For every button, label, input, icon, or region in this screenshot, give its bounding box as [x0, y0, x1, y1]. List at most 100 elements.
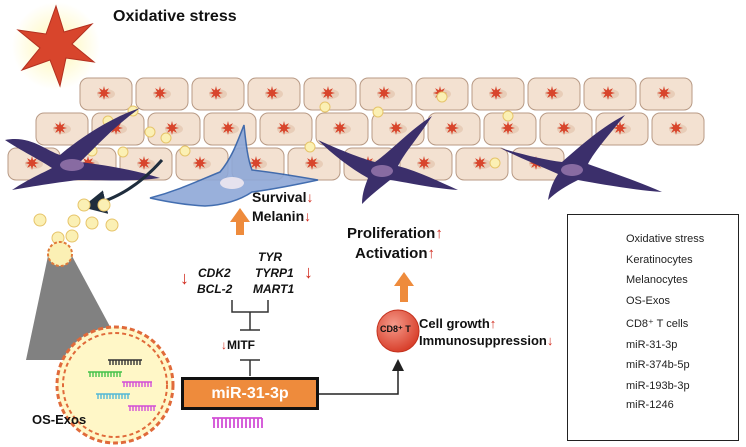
keratinocyte [359, 77, 413, 111]
keratinocyte [203, 112, 257, 146]
oxidative-stress-marker [657, 86, 671, 100]
oxidative-stress-marker [265, 86, 279, 100]
keratinocyte [79, 77, 133, 111]
keratinocyte [455, 147, 509, 181]
oxidative-stress-icon [12, 2, 100, 90]
mart1-label: MART1 [253, 282, 295, 296]
exosome [319, 101, 331, 113]
exosome [304, 141, 316, 153]
legend-label: Oxidative stress [626, 233, 705, 245]
exosome [65, 229, 79, 243]
keratinocyte [147, 112, 201, 146]
keratinocyte [583, 77, 637, 111]
oxidative-stress-marker [389, 121, 403, 135]
mirna-strand [88, 371, 122, 377]
inhibition-bracket [231, 300, 269, 376]
oxidative-stress-marker [669, 121, 683, 135]
survival-label: Survival↓ [252, 189, 314, 205]
exosome [489, 157, 501, 169]
oxidative-stress-marker [165, 121, 179, 135]
legend-label: miR-1246 [626, 399, 674, 411]
exosome [67, 214, 81, 228]
exosome [144, 126, 156, 138]
proliferation-label: Proliferation↑ [347, 225, 443, 242]
cd8-cell-label: CD8⁺ T [380, 324, 411, 334]
mitf-label: ↓MITF [221, 338, 255, 352]
exosome [502, 110, 514, 122]
orange-up-arrow-1 [230, 208, 250, 235]
oxidative-stress-marker [445, 121, 459, 135]
exosome [436, 91, 448, 103]
damaged-melanocyte [149, 124, 319, 207]
cell-growth-label: Cell growth↑ [419, 316, 497, 331]
keratinocyte [315, 112, 369, 146]
oxidative-stress-marker [137, 156, 151, 170]
exosome [179, 145, 191, 157]
cdk2-bcl2-down-arrow: ↓ [180, 268, 189, 288]
mirna-strand [122, 381, 152, 387]
melanocyte-right-2 [500, 115, 662, 200]
oxidative-stress-marker [601, 86, 615, 100]
keratinocyte [247, 77, 301, 111]
oxidative-stress-marker [473, 156, 487, 170]
exosome [77, 198, 91, 212]
cdk2-label: CDK2 [198, 266, 231, 280]
keratinocyte [639, 77, 693, 111]
legend-label: OS-Exos [626, 295, 671, 307]
bcl2-label: BCL-2 [197, 282, 233, 296]
oxidative-stress-marker [501, 121, 515, 135]
mir-31-3p-strand [212, 417, 263, 428]
oxidative-stress-marker [417, 156, 431, 170]
legend-label: Melanocytes [626, 274, 688, 286]
exosome [160, 132, 172, 144]
exosome [85, 216, 99, 230]
oxidative-stress-marker [321, 86, 335, 100]
oxidative-stress-marker [249, 156, 263, 170]
keratinocyte [259, 112, 313, 146]
keratinocyte [471, 77, 525, 111]
activation-label: Activation↑ [355, 245, 436, 262]
oxidative-stress-marker [193, 156, 207, 170]
keratinocyte [191, 77, 245, 111]
immunosuppression-label: Immunosuppression↓ [419, 333, 554, 348]
mirna-strand [108, 359, 142, 365]
legend-label: miR-374b-5p [626, 359, 690, 371]
oxidative-stress-marker [153, 86, 167, 100]
target-genes-down-arrow: ↓ [304, 262, 313, 282]
keratinocyte [539, 112, 593, 146]
oxidative-stress-marker [97, 86, 111, 100]
melanocyte-right-1 [318, 116, 458, 204]
mir-to-tcell-arrow [319, 359, 404, 395]
melanocyte-left [5, 108, 160, 190]
legend-label: CD8⁺ T cells [626, 318, 689, 330]
keratinocyte [651, 112, 705, 146]
oxidative-stress-marker [277, 121, 291, 135]
tyr-label: TYR [258, 250, 282, 264]
exosome [97, 198, 111, 212]
orange-up-arrow-2 [394, 272, 414, 302]
keratinocyte [427, 112, 481, 146]
keratinocyte [135, 77, 189, 111]
oxidative-stress-marker [545, 86, 559, 100]
mirna-strand [96, 393, 130, 399]
os-exos-label: OS-Exos [32, 412, 87, 427]
oxidative-stress-marker [25, 156, 39, 170]
oxidative-stress-marker [209, 86, 223, 100]
exosome [105, 218, 119, 232]
exosome [33, 213, 47, 227]
legend [567, 214, 739, 441]
oxidative-stress-marker [53, 121, 67, 135]
exosome [372, 106, 384, 118]
keratinocyte [35, 112, 89, 146]
oxidative-stress-marker [305, 156, 319, 170]
legend-label: miR-193b-3p [626, 380, 690, 392]
oxidative-stress-marker [557, 121, 571, 135]
released-exosomes [33, 198, 119, 245]
keratinocyte [527, 77, 581, 111]
keratinocyte [287, 147, 341, 181]
mirna-strand [128, 405, 156, 411]
tyrp1-label: TYRP1 [255, 266, 294, 280]
keratinocyte [303, 77, 357, 111]
release-arrow [82, 159, 164, 214]
